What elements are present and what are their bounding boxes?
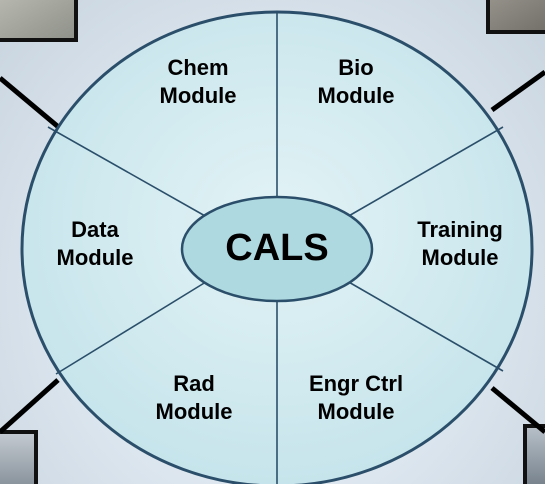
rad-label-line2: Module — [155, 399, 233, 424]
connector-bottom-left — [0, 378, 60, 434]
center-label: CALS — [225, 227, 329, 269]
chem-label-line1: Chem — [167, 55, 229, 80]
rad-label-line1: Rad — [173, 371, 215, 396]
training-label-line1: Training — [417, 217, 503, 242]
divider-lower-right — [339, 276, 504, 372]
engr-label-line2: Module — [317, 399, 395, 424]
segment-label-training: Training Module — [395, 216, 525, 272]
engr-label-line1: Engr Ctrl — [308, 371, 404, 396]
photo-frame-bottom-left — [0, 430, 38, 484]
connector-top-right — [490, 69, 545, 113]
segment-label-bio: Bio Module — [291, 54, 421, 110]
segment-label-chem: Chem Module — [133, 54, 263, 110]
segment-label-data: Data Module — [30, 216, 160, 272]
data-label-line1: Data — [71, 217, 119, 242]
connector-bottom-right — [490, 386, 545, 434]
data-label-line2: Module — [56, 245, 134, 270]
photo-frame-top-right — [486, 0, 545, 34]
bio-label-line1: Bio — [338, 55, 374, 80]
divider-upper-left — [47, 126, 215, 222]
connector-top-left — [0, 76, 64, 132]
bio-label-line2: Module — [317, 83, 395, 108]
center-hub — [180, 195, 374, 303]
segment-dividers — [47, 12, 504, 484]
segment-label-engr: Engr Ctrl Module — [291, 370, 421, 426]
divider-lower-left — [55, 276, 215, 375]
segment-label-rad: Rad Module — [129, 370, 259, 426]
training-label-line2: Module — [421, 245, 499, 270]
photo-frame-bottom-right — [523, 424, 545, 484]
chem-label-line2: Module — [159, 83, 237, 108]
divider-upper-right — [339, 126, 504, 222]
photo-frame-top-left — [0, 0, 78, 42]
